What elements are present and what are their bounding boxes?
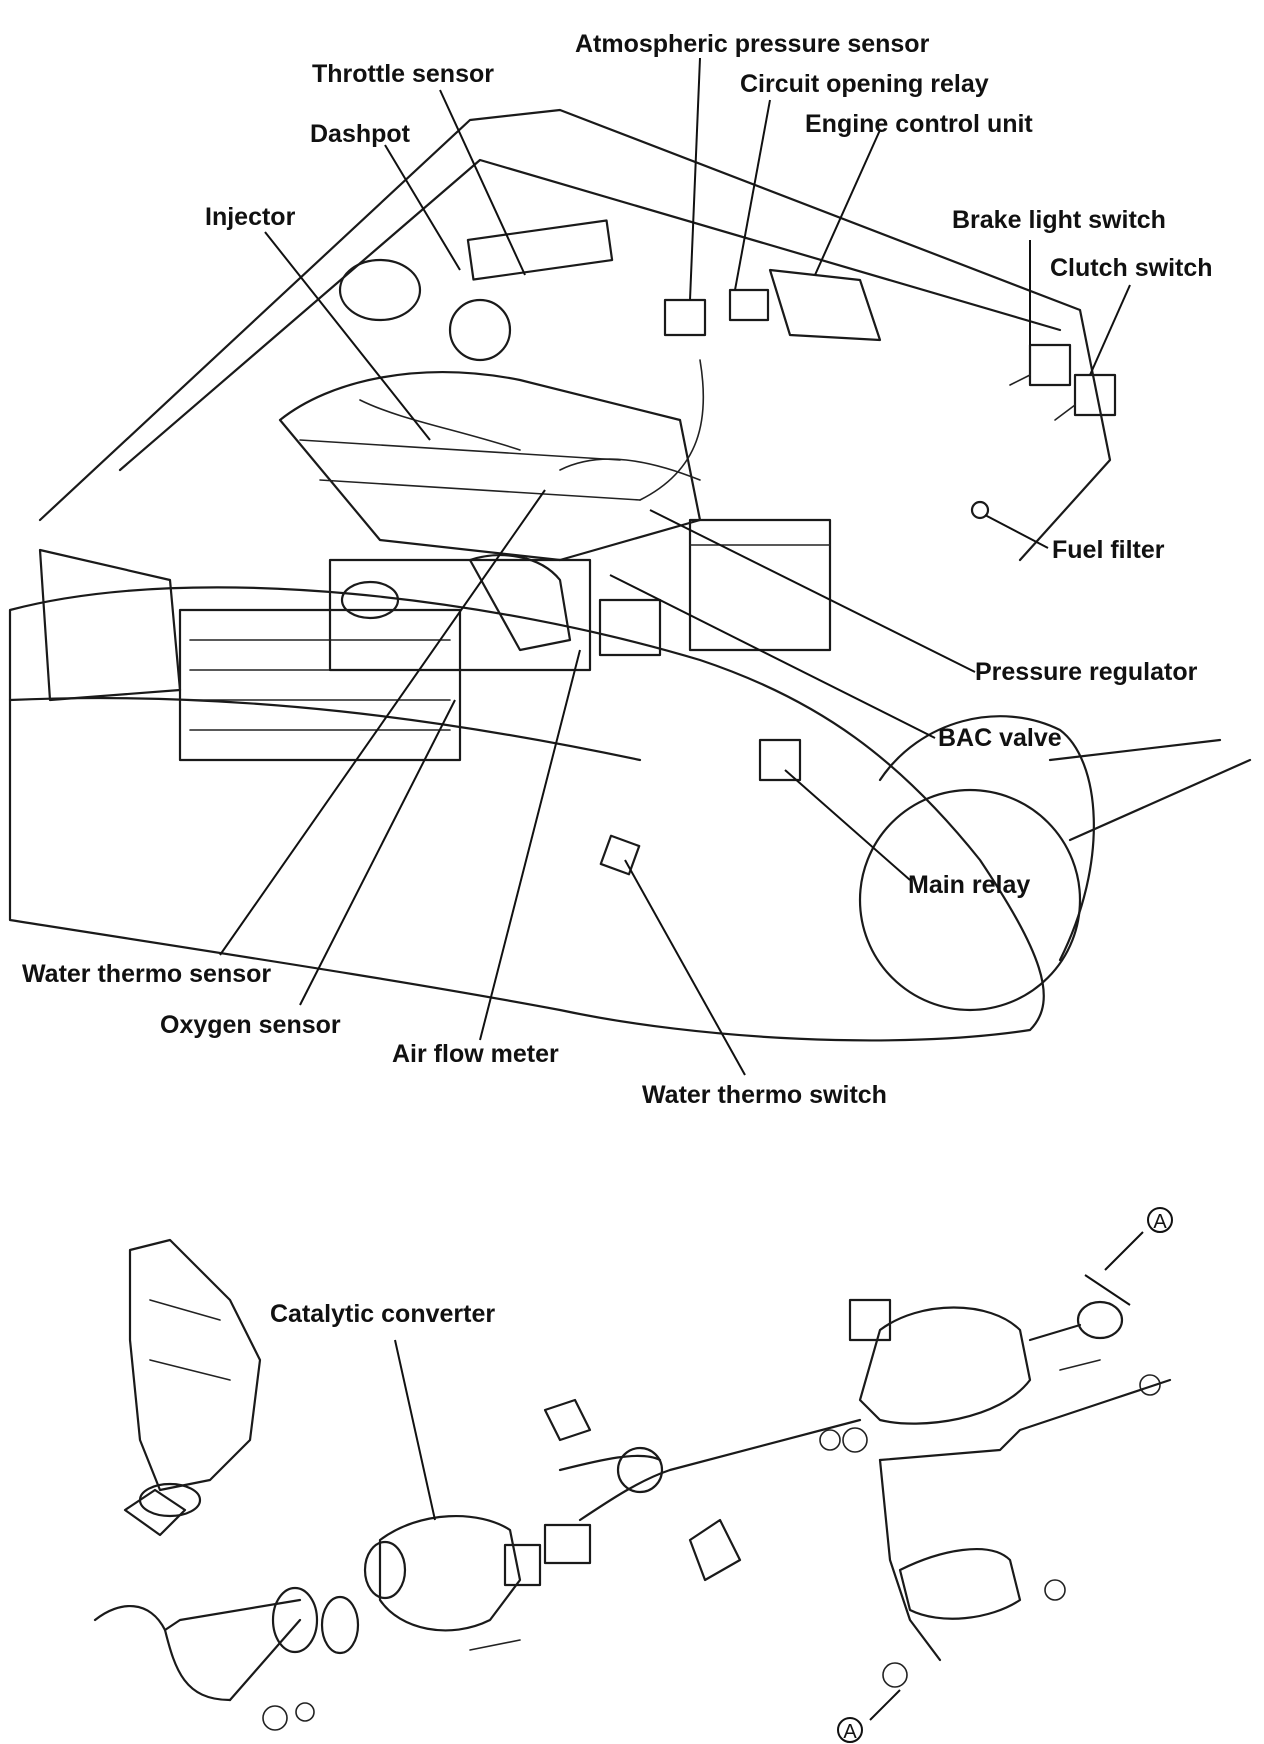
label-fuel-filter: Fuel filter	[1052, 536, 1165, 564]
exhaust-labels: Catalytic converter A A	[270, 1207, 1173, 1743]
engine-bay-illustration	[8, 108, 1252, 1042]
svg-text:A: A	[843, 1721, 857, 1743]
label-oxygen-sensor: Oxygen sensor	[160, 1011, 341, 1039]
svg-text:A: A	[1153, 1211, 1167, 1233]
exhaust-leader-lines	[394, 1231, 1144, 1721]
label-dashpot: Dashpot	[310, 120, 411, 148]
reference-marker-a-bottom: A	[837, 1717, 863, 1743]
label-water-thermo-switch: Water thermo switch	[642, 1081, 887, 1109]
engine-labels: Atmospheric pressure sensor Throttle sen…	[22, 30, 1213, 1109]
label-bac-valve: BAC valve	[938, 724, 1062, 752]
label-injector: Injector	[205, 203, 296, 231]
label-atmospheric-pressure-sensor: Atmospheric pressure sensor	[575, 30, 930, 58]
label-brake-light-switch: Brake light switch	[952, 206, 1166, 234]
label-engine-control-unit: Engine control unit	[805, 110, 1033, 138]
exhaust-illustration	[93, 1238, 1172, 1731]
label-catalytic-converter: Catalytic converter	[270, 1300, 495, 1328]
label-air-flow-meter: Air flow meter	[392, 1040, 559, 1068]
label-main-relay: Main relay	[908, 871, 1030, 899]
label-circuit-opening-relay: Circuit opening relay	[740, 70, 989, 98]
engine-leader-lines	[219, 57, 1131, 1076]
reference-marker-a-top: A	[1147, 1207, 1173, 1233]
label-clutch-switch: Clutch switch	[1050, 254, 1213, 282]
label-pressure-regulator: Pressure regulator	[975, 658, 1198, 686]
label-water-thermo-sensor: Water thermo sensor	[22, 960, 271, 988]
label-throttle-sensor: Throttle sensor	[312, 60, 494, 88]
